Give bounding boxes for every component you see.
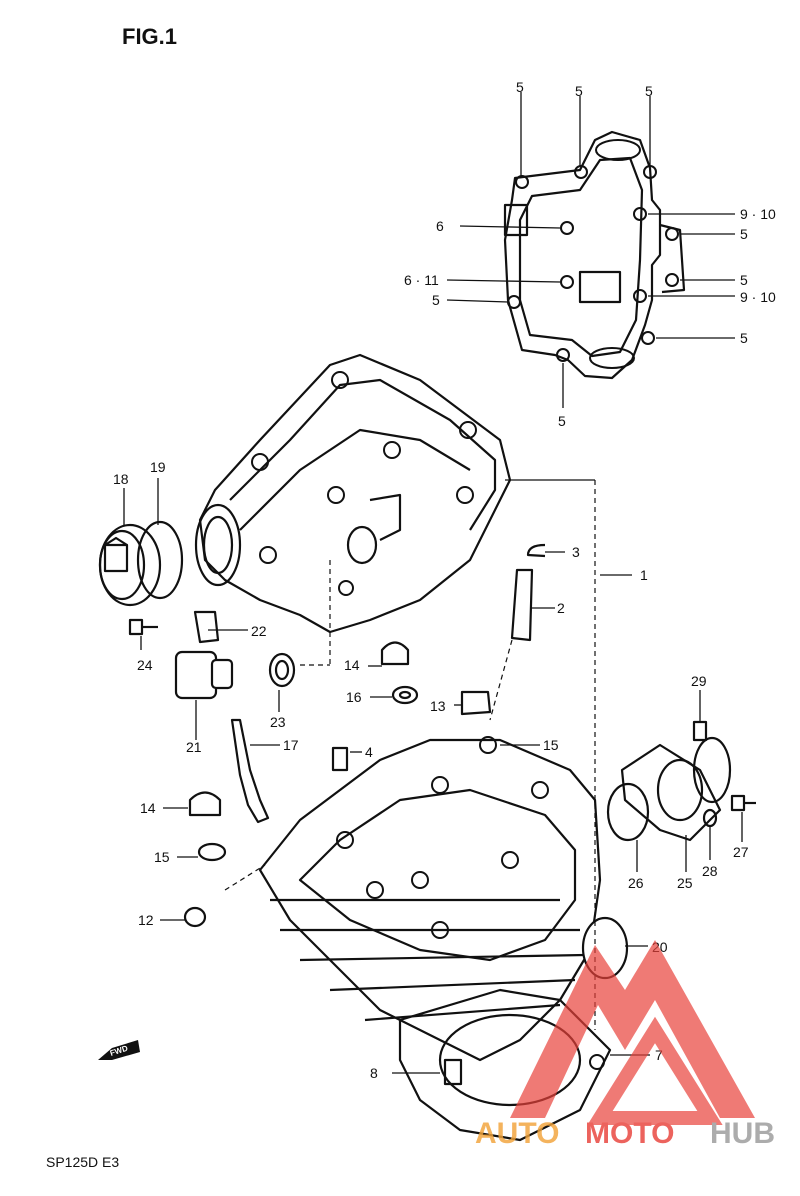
callout-5: 5 [516,79,524,95]
callout-2: 2 [557,600,565,616]
model-code: SP125D E3 [46,1154,120,1170]
figure-title: FIG.1 [122,24,178,49]
oil-filler-cap-18 [98,523,162,607]
intake-pipe-25 [620,743,722,842]
callout-3: 3 [572,544,580,560]
callout-5: 5 [432,292,440,308]
callout-5: 5 [740,226,748,242]
head-cover-gasket [503,130,686,380]
callout-14: 14 [344,657,360,673]
callout-6: 6 [436,218,444,234]
callout-25: 25 [677,875,693,891]
spark-plug-17 [230,718,270,824]
callout-16: 16 [346,689,362,705]
washer-16 [391,685,419,705]
callout-9-10: 9 · 10 [740,206,776,222]
callout-15: 15 [154,849,170,865]
automotohub-watermark-logo: AUTO MOTO HUB [475,940,775,1150]
callout-18: 18 [113,471,129,487]
washer-15 [197,842,227,862]
callout-5: 5 [558,413,566,429]
leader-lines [123,92,743,1074]
callout-5: 5 [740,330,748,346]
watermark-triangle-shape [510,940,755,1118]
nut-14b [188,791,222,817]
callout-12: 12 [138,912,154,928]
cylinder-head [258,736,602,1062]
callout-8: 8 [370,1065,378,1081]
plug-12 [183,906,207,928]
callout-5: 5 [575,83,583,99]
watermark-hub: HUB [710,1117,775,1150]
o-ring-19 [136,520,184,600]
nut-14a [380,641,410,666]
clip-3 [526,543,546,558]
callout-1: 1 [640,567,648,583]
callout-26: 26 [628,875,644,891]
nut-13 [460,690,492,716]
callout-23: 23 [270,714,286,730]
callout-28: 28 [702,863,718,879]
bolt-24 [128,618,158,636]
callout-5: 5 [740,272,748,288]
dowel-2 [510,568,534,642]
watermark-moto: MOTO [585,1117,674,1150]
watermark-auto: AUTO [475,1117,559,1150]
callout-4: 4 [365,744,373,760]
callout-22: 22 [251,623,267,639]
seal-23 [268,652,296,688]
screw-27 [730,794,756,812]
callout-17: 17 [283,737,299,753]
callout-9-10: 9 · 10 [740,289,776,305]
callout-14: 14 [140,800,156,816]
callout-29: 29 [691,673,707,689]
cap-21 [174,650,234,700]
cylinder-head-cover [194,353,512,634]
o-ring-26 [606,782,650,842]
callout-7: 7 [655,1047,663,1063]
callout-24: 24 [137,657,153,673]
plate-22 [193,610,220,644]
callout-5: 5 [645,83,653,99]
callout-19: 19 [150,459,166,475]
fwd-arrow-icon: FWD [98,1040,140,1060]
callout-13: 13 [430,698,446,714]
callout-27: 27 [733,844,749,860]
callout-21: 21 [186,739,202,755]
callout-15: 15 [543,737,559,753]
callout-6-11: 6 · 11 [404,272,439,288]
cylinder-head-gasket [398,988,612,1142]
